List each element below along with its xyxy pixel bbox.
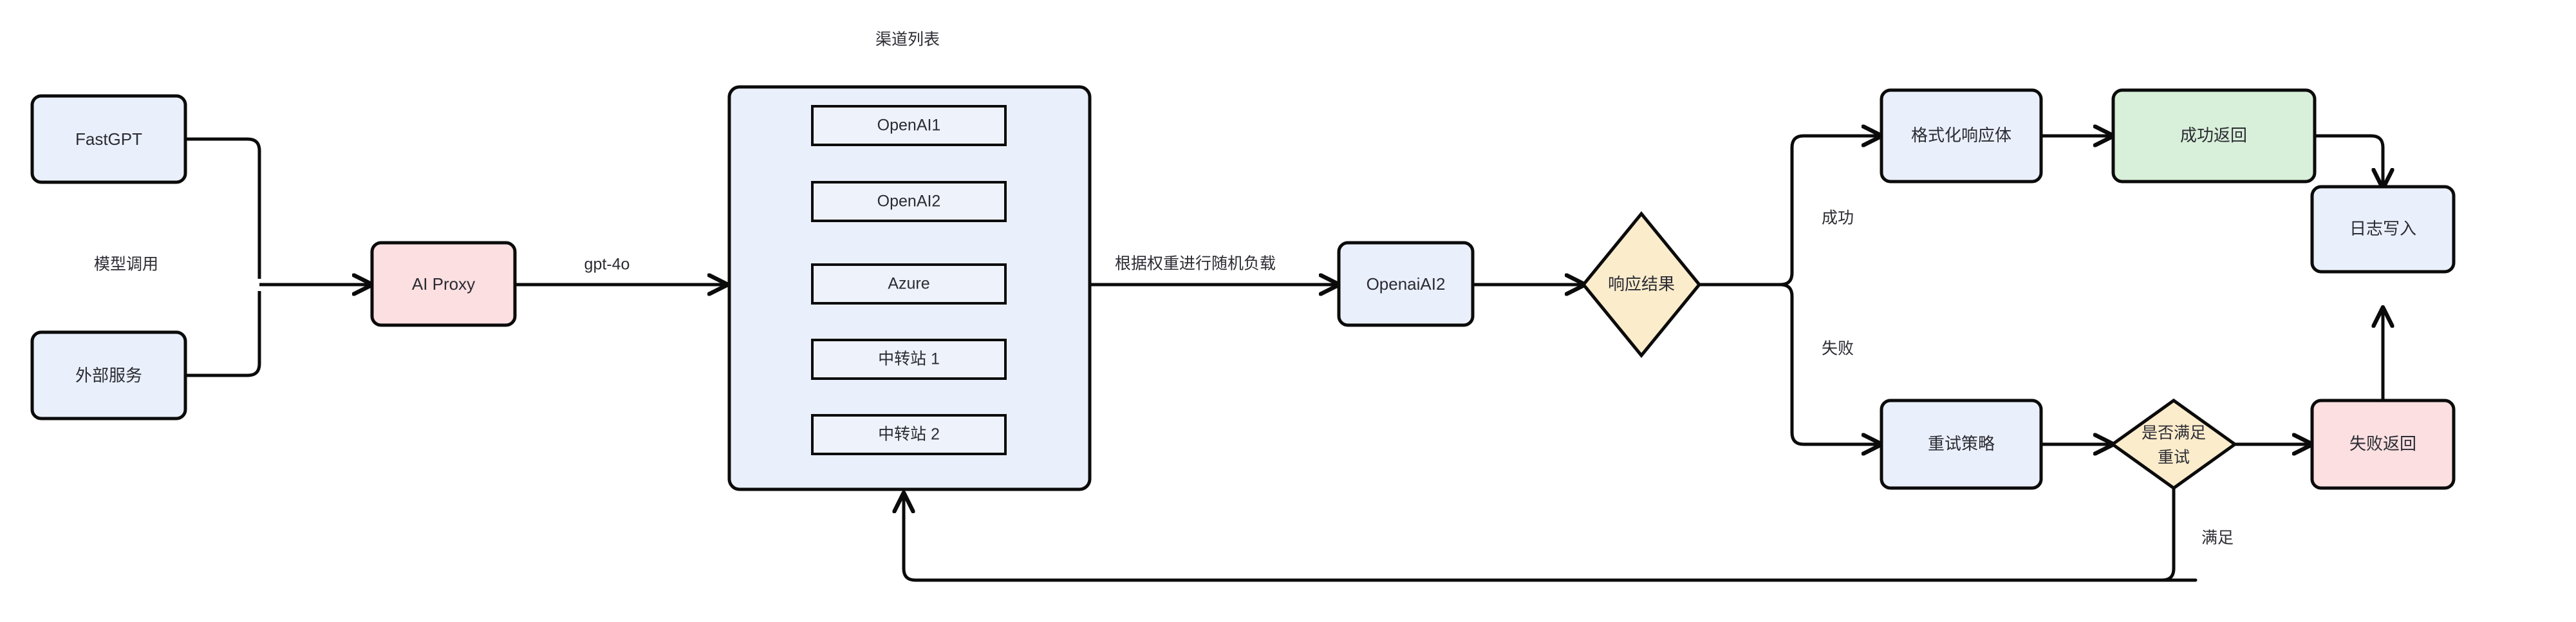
channel-item-openai2-shape[interactable] [811,181,1007,222]
list-item[interactable]: OpenAI1 [811,105,1007,146]
node-log-write-label: 日志写入 [2349,219,2416,238]
node-retry-policy-shape[interactable] [1880,399,2043,490]
edge-fastgpt-to-ai-proxy [185,137,261,279]
node-fastgpt-label: FastGPT [75,129,142,149]
edge-branch-failure [1780,283,1880,444]
node-log-write[interactable]: 日志写入 [2310,185,2456,274]
node-fastgpt-shape[interactable] [30,94,187,184]
channel-item-relay2-shape[interactable] [811,414,1007,455]
channel-item-openai1-label: OpenAI1 [877,117,941,135]
group-channel-list[interactable]: OpenAI1 OpenAI2 Azure 中转站 1 中转站 2 [727,85,1092,491]
node-external-service[interactable]: 外部服务 [30,330,187,420]
node-response-result-label: 响应结果 [1608,274,1675,294]
node-log-write-shape[interactable] [2310,185,2456,274]
node-format-response-shape[interactable] [1880,88,2043,184]
edge-label-weighted-random-load: 根据权重进行随机负载 [1115,255,1276,273]
node-response-result[interactable]: 响应结果 [1581,211,1702,358]
node-ai-proxy[interactable]: AI Proxy [370,241,517,327]
edge-label-failure: 失败 [1822,340,1854,358]
list-item[interactable]: Azure [811,263,1007,305]
node-fail-return-label: 失败返回 [2349,434,2416,453]
node-retry-decision-label-line1: 是否满足 [2142,424,2206,442]
channel-item-relay1-shape[interactable] [811,339,1007,380]
channel-item-relay2-label: 中转站 2 [878,426,940,444]
edge-label-success: 成功 [1822,209,1854,227]
node-openai-ai2-label: OpenaiAI2 [1367,274,1446,294]
node-success-return[interactable]: 成功返回 [2111,88,2317,184]
channel-item-azure-shape[interactable] [811,263,1007,305]
edge-label-satisfied: 满足 [2201,529,2234,547]
node-external-service-shape[interactable] [30,330,187,420]
node-retry-policy-label: 重试策略 [1928,434,1995,453]
node-format-response[interactable]: 格式化响应体 [1880,88,2043,184]
edge-external-service-to-ai-proxy [185,291,261,377]
node-retry-policy[interactable]: 重试策略 [1880,399,2043,490]
channel-item-openai1-shape[interactable] [811,105,1007,146]
node-openai-ai2-shape[interactable] [1337,241,1475,327]
edge-branch-success [1780,136,1880,287]
node-fail-return-shape[interactable] [2310,399,2456,490]
group-title-channel-list: 渠道列表 [875,31,940,49]
edge-label-gpt4o: gpt-4o [584,256,630,274]
list-item[interactable]: OpenAI2 [811,181,1007,222]
node-fail-return[interactable]: 失败返回 [2310,399,2456,490]
edge-label-model-call: 模型调用 [94,256,158,274]
node-openai-ai2[interactable]: OpenaiAI2 [1337,241,1475,327]
edge-retry-decision-satisfied-to-channel-list [904,488,2198,582]
channel-item-azure-label: Azure [888,275,929,293]
node-external-service-label: 外部服务 [75,366,142,385]
node-retry-decision-label-line2: 重试 [2158,449,2190,467]
channel-item-relay1-label: 中转站 1 [878,350,940,368]
edge-success-return-to-log-write [2315,134,2383,187]
node-ai-proxy-shape[interactable] [370,241,517,327]
node-ai-proxy-label: AI Proxy [412,274,475,294]
node-retry-decision[interactable]: 是否满足 重试 [2109,398,2238,491]
node-success-return-label: 成功返回 [2180,126,2247,145]
node-fastgpt[interactable]: FastGPT [30,94,187,184]
list-item[interactable]: 中转站 1 [811,339,1007,380]
channel-item-openai2-label: OpenAI2 [877,193,941,211]
list-item[interactable]: 中转站 2 [811,414,1007,455]
node-retry-decision-shape[interactable] [2109,398,2238,491]
node-format-response-label: 格式化响应体 [1911,126,2011,145]
node-success-return-shape[interactable] [2111,88,2317,184]
node-response-result-shape[interactable] [1581,211,1702,358]
